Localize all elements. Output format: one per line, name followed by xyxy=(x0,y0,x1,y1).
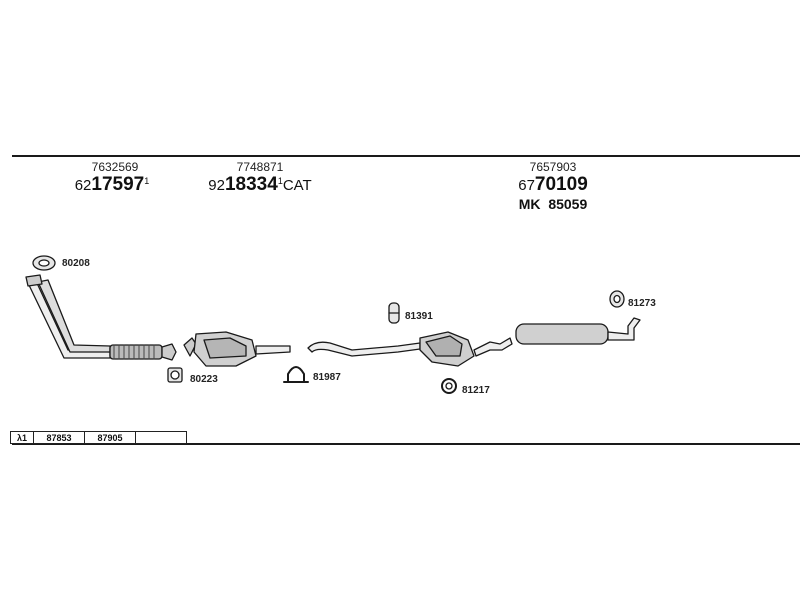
mounting-kit: MK 85059 xyxy=(518,196,588,212)
rear-silencer-icon xyxy=(515,317,641,345)
oe-number: 7632569 xyxy=(91,160,139,174)
gasket-icon xyxy=(167,367,183,383)
part-label-clamp: 81987 xyxy=(313,372,341,383)
lambda-part: 87905 xyxy=(84,431,136,444)
header-group-rear-silencer: 7657903 6770109 MK 85059 xyxy=(508,160,598,212)
part-label-hanger: 81391 xyxy=(405,311,433,322)
part-label-gasket: 80208 xyxy=(62,258,90,269)
catalyst-icon xyxy=(183,331,291,367)
part-number: 6770109 xyxy=(518,174,588,195)
part-label-gasket: 80223 xyxy=(190,374,218,385)
gasket-icon xyxy=(32,255,56,271)
hanger-icon xyxy=(388,302,400,324)
lambda-sensor-table: λ1 87853 87905 xyxy=(10,431,187,444)
top-rule xyxy=(12,155,800,157)
clamp-icon xyxy=(283,366,309,383)
oe-number: 7748871 xyxy=(236,160,284,174)
part-label-hanger: 81273 xyxy=(628,298,656,309)
lambda-empty-cell xyxy=(135,431,187,444)
part-number: 62175971 xyxy=(74,174,150,195)
lambda-symbol: λ1 xyxy=(10,431,34,444)
middle-pipe-icon xyxy=(307,331,513,367)
oe-number: 7657903 xyxy=(529,160,577,174)
hanger-icon xyxy=(609,290,625,308)
lambda-part: 87853 xyxy=(33,431,85,444)
header-group-front-pipe: 7632569 62175971 xyxy=(75,160,155,196)
header-group-catalyst: 7748871 92183341CAT xyxy=(205,160,315,196)
part-label-ring: 81217 xyxy=(462,385,490,396)
ring-icon xyxy=(441,378,457,394)
part-number: 92183341CAT xyxy=(208,174,312,195)
bottom-rule xyxy=(12,443,800,445)
front-pipe-icon xyxy=(25,274,177,361)
